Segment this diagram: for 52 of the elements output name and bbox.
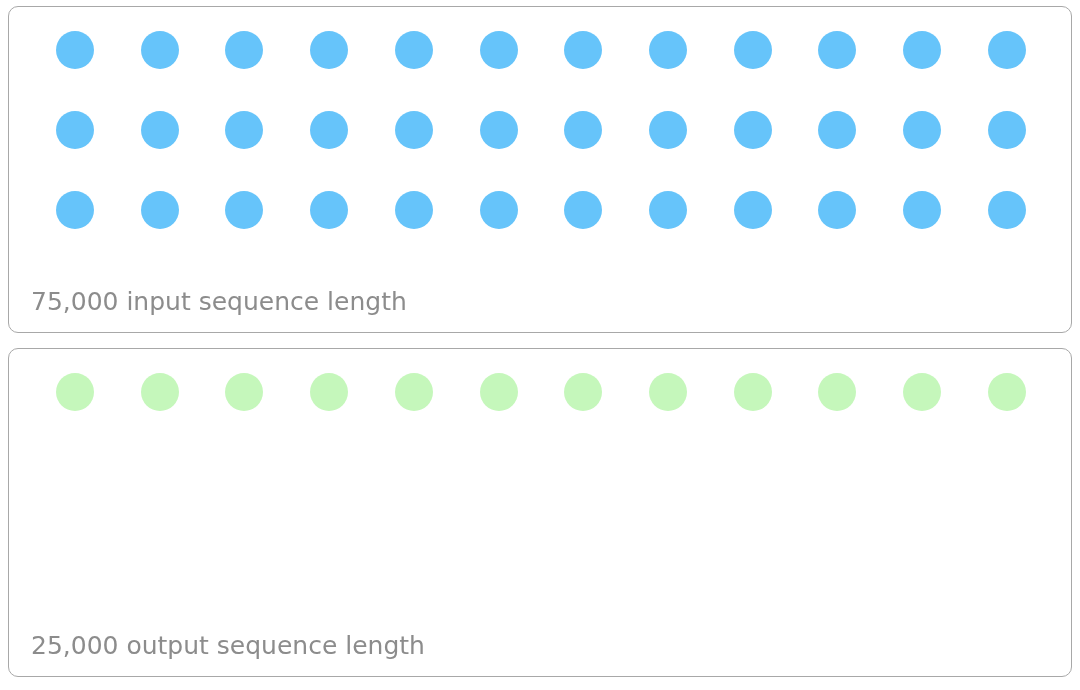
dot (140, 191, 179, 229)
panel-card (8, 348, 1072, 677)
dot (56, 31, 94, 69)
dot (818, 111, 857, 149)
dot (564, 191, 603, 229)
dot (225, 373, 264, 411)
dot (987, 111, 1026, 149)
dot (648, 111, 687, 149)
dot (225, 191, 264, 229)
dot (394, 191, 433, 229)
dot (140, 373, 179, 411)
dot (987, 31, 1026, 69)
dot (394, 31, 433, 69)
dot (903, 111, 941, 149)
dot (818, 373, 857, 411)
dot (225, 111, 264, 149)
dot (479, 373, 518, 411)
dot (140, 31, 179, 69)
dot (903, 373, 941, 411)
dot (479, 191, 518, 229)
dot (56, 111, 94, 149)
dot (733, 373, 772, 411)
dot (733, 191, 772, 229)
dot (140, 111, 179, 149)
length-label: 75,000 input sequence length (31, 287, 407, 316)
dot (733, 31, 772, 69)
dot (56, 191, 94, 229)
dot (648, 191, 687, 229)
dot (903, 191, 941, 229)
dot (56, 373, 94, 411)
dot (394, 111, 433, 149)
dot (903, 31, 941, 69)
dot (479, 31, 518, 69)
dot (987, 373, 1026, 411)
dot (648, 373, 687, 411)
dot (648, 31, 687, 69)
dot (310, 373, 349, 411)
length-label: 25,000 output sequence length (31, 631, 425, 660)
dot (733, 111, 772, 149)
dot (564, 373, 603, 411)
dot (564, 111, 603, 149)
dot (818, 31, 857, 69)
dot (987, 191, 1026, 229)
dot (310, 31, 349, 69)
dot (310, 191, 349, 229)
dot (818, 191, 857, 229)
panel-card (8, 6, 1072, 333)
dot (310, 111, 349, 149)
dot (394, 373, 433, 411)
dot (225, 31, 264, 69)
dot (564, 31, 603, 69)
dot (479, 111, 518, 149)
